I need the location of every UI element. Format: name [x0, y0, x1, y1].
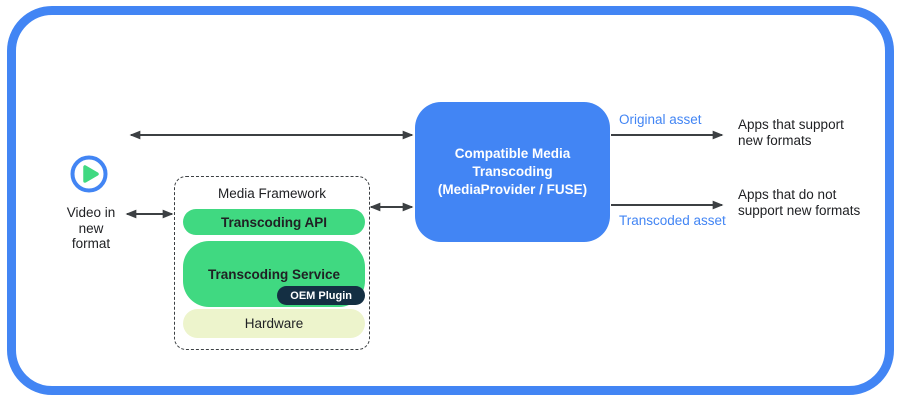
source-label: Video in new format — [66, 205, 116, 251]
play-icon-svg — [70, 155, 108, 193]
media-framework-box: Media Framework Transcoding API Transcod… — [174, 176, 370, 350]
layer-transcoding-api: Transcoding API — [183, 209, 365, 235]
compatible-media-transcoding-box: Compatible Media Transcoding (MediaProvi… — [415, 102, 610, 242]
layer-transcoding-api-label: Transcoding API — [220, 214, 328, 230]
media-framework-title: Media Framework — [217, 186, 327, 201]
apps-support-new-formats-label: Apps that support new formats — [738, 117, 844, 148]
transcoded-asset-label: Transcoded asset — [619, 213, 726, 228]
layer-transcoding-service: Transcoding Service OEM Plugin — [183, 241, 365, 307]
layer-transcoding-service-label: Transcoding Service — [207, 266, 341, 282]
play-icon — [70, 155, 108, 193]
oem-plugin-badge: OEM Plugin — [277, 286, 365, 305]
layer-hardware: Hardware — [183, 309, 365, 338]
outer-frame — [7, 6, 894, 395]
apps-not-support-new-formats-label: Apps that do not support new formats — [738, 187, 861, 218]
original-asset-label: Original asset — [619, 112, 702, 127]
layer-hardware-label: Hardware — [244, 316, 304, 331]
